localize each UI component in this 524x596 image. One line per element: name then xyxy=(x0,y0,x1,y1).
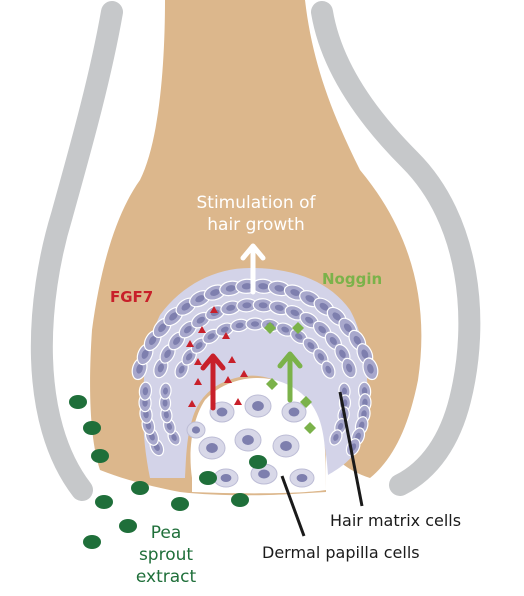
pea-extract-dot xyxy=(119,519,137,533)
pea-label-line1: Pea xyxy=(151,523,182,543)
papilla-cell-nucleus xyxy=(242,435,254,445)
pea-extract-dot xyxy=(231,493,249,507)
papilla-cell-nucleus xyxy=(252,401,264,411)
pea-extract-dot xyxy=(83,421,101,435)
papilla-cell-nucleus xyxy=(258,470,270,479)
pea-extract-dot xyxy=(95,495,113,509)
pea-extract-dot xyxy=(91,449,109,463)
noggin-label: Noggin xyxy=(322,270,382,288)
pea-extract-dot xyxy=(131,481,149,495)
stimulation-label-line1: Stimulation of xyxy=(196,193,316,213)
pea-extract-dot xyxy=(69,395,87,409)
papilla-cell-nucleus xyxy=(297,474,308,482)
papilla-cell-nucleus xyxy=(280,441,292,451)
dermal-papilla-label: Dermal papilla cells xyxy=(262,543,420,562)
pea-extract-dot xyxy=(249,455,267,469)
pea-extract-dot xyxy=(171,497,189,511)
fgf7-label: FGF7 xyxy=(110,288,153,306)
pea-label-line2: sprout xyxy=(139,545,193,565)
pea-extract-dot xyxy=(199,471,217,485)
matrix-cell-nucleus xyxy=(251,321,259,326)
pea-label-line3: extract xyxy=(136,567,197,587)
hair-matrix-label: Hair matrix cells xyxy=(330,511,461,530)
pea-extract-dot xyxy=(83,535,101,549)
papilla-cell-nucleus xyxy=(206,443,218,453)
papilla-cell-nucleus xyxy=(192,426,200,433)
papilla-cell-nucleus xyxy=(221,474,232,482)
papilla-cell-nucleus xyxy=(289,408,300,417)
stimulation-label-line2: hair growth xyxy=(207,215,304,235)
papilla-cell-nucleus xyxy=(217,408,228,417)
